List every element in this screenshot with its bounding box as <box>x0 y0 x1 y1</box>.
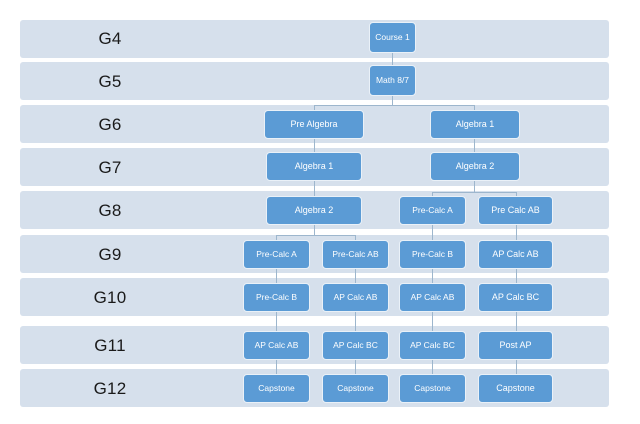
connector-line-4 <box>474 105 475 110</box>
course-node-g9-2[interactable]: Pre-Calc AB <box>322 240 389 269</box>
grade-label-g5: G5 <box>98 72 122 91</box>
course-node-g6-2[interactable]: Algebra 1 <box>430 110 520 139</box>
connector-line-29 <box>516 360 517 374</box>
course-node-g12-3[interactable]: Capstone <box>399 374 466 403</box>
grade-label-g12: G12 <box>93 379 127 398</box>
connector-line-23 <box>355 312 356 331</box>
connector-line-5 <box>314 139 315 152</box>
grade-label-g11: G11 <box>94 336 126 355</box>
grade-label-g6: G6 <box>98 115 122 134</box>
connector-line-28 <box>432 360 433 374</box>
course-node-g11-1[interactable]: AP Calc AB <box>243 331 310 360</box>
course-node-g4-1[interactable]: Course 1 <box>369 22 416 53</box>
connector-line-26 <box>276 360 277 374</box>
course-node-g11-4[interactable]: Post AP <box>478 331 553 360</box>
connector-line-6 <box>474 139 475 152</box>
course-node-g12-2[interactable]: Capstone <box>322 374 389 403</box>
connector-line-18 <box>276 269 277 283</box>
grade-band-g5 <box>20 62 609 100</box>
course-node-g5-1[interactable]: Math 8/7 <box>369 65 416 96</box>
connector-line-15 <box>355 235 356 240</box>
connector-line-16 <box>432 225 433 240</box>
course-node-g9-4[interactable]: AP Calc AB <box>478 240 553 269</box>
connector-line-24 <box>432 312 433 331</box>
course-node-g7-2[interactable]: Algebra 2 <box>430 152 520 181</box>
connector-line-20 <box>432 269 433 283</box>
connector-line-27 <box>355 360 356 374</box>
grade-label-g10: G10 <box>93 288 127 307</box>
course-node-g8-2[interactable]: Pre-Calc A <box>399 196 466 225</box>
course-node-g9-3[interactable]: Pre-Calc B <box>399 240 466 269</box>
connector-line-1 <box>392 96 393 105</box>
connector-line-3 <box>314 105 315 110</box>
connector-line-17 <box>516 225 517 240</box>
connector-line-21 <box>516 269 517 283</box>
grade-label-g8: G8 <box>98 201 122 220</box>
connector-line-25 <box>516 312 517 331</box>
course-node-g10-3[interactable]: AP Calc AB <box>399 283 466 312</box>
course-node-g6-1[interactable]: Pre Algebra <box>264 110 364 139</box>
course-node-g10-2[interactable]: AP Calc AB <box>322 283 389 312</box>
course-node-g12-1[interactable]: Capstone <box>243 374 310 403</box>
connector-line-19 <box>355 269 356 283</box>
course-node-g11-3[interactable]: AP Calc BC <box>399 331 466 360</box>
connector-line-0 <box>392 53 393 65</box>
connector-line-8 <box>474 181 475 192</box>
connector-line-7 <box>314 181 315 196</box>
course-node-g10-4[interactable]: AP Calc BC <box>478 283 553 312</box>
grade-band-g4 <box>20 20 609 58</box>
connector-line-22 <box>276 312 277 331</box>
connector-line-9 <box>432 192 516 193</box>
course-node-g8-3[interactable]: Pre Calc AB <box>478 196 553 225</box>
connector-line-12 <box>314 225 315 235</box>
grade-label-g7: G7 <box>98 158 122 177</box>
grade-label-g4: G4 <box>98 29 122 48</box>
connector-line-14 <box>276 235 277 240</box>
course-node-g11-2[interactable]: AP Calc BC <box>322 331 389 360</box>
course-node-g9-1[interactable]: Pre-Calc A <box>243 240 310 269</box>
connector-line-10 <box>432 192 433 196</box>
course-node-g10-1[interactable]: Pre-Calc B <box>243 283 310 312</box>
course-node-g12-4[interactable]: Capstone <box>478 374 553 403</box>
connector-line-2 <box>314 105 474 106</box>
connector-line-11 <box>516 192 517 196</box>
connector-line-13 <box>276 235 355 236</box>
grade-label-g9: G9 <box>98 245 122 264</box>
course-node-g7-1[interactable]: Algebra 1 <box>266 152 362 181</box>
course-node-g8-1[interactable]: Algebra 2 <box>266 196 362 225</box>
